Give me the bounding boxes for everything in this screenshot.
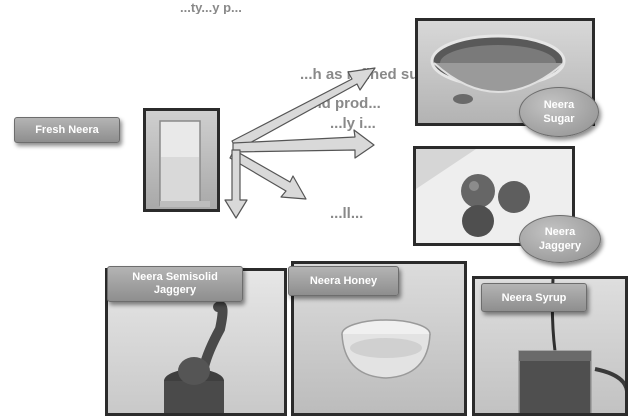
neera-sugar-label: Neera Sugar	[519, 87, 599, 137]
neera-sugar-label-line1: Neera	[543, 98, 574, 112]
neera-syrup-label-text: Neera Syrup	[502, 292, 567, 304]
neera-semisolid-jaggery-label: Neera Semisolid Jaggery	[107, 266, 243, 302]
neera-jaggery-label-line1: Neera	[539, 225, 581, 239]
neera-honey-label-text: Neera Honey	[310, 275, 377, 287]
arrow-to-lower-right	[230, 150, 306, 199]
neera-jaggery-label: Neera Jaggery	[519, 215, 601, 263]
neera-syrup-label: Neera Syrup	[481, 283, 587, 312]
neera-honey-label: Neera Honey	[288, 266, 399, 296]
neera-semisolid-label-line2: Jaggery	[132, 284, 218, 297]
neera-jaggery-label-line2: Jaggery	[539, 239, 581, 253]
neera-semisolid-label-line1: Neera Semisolid	[132, 271, 218, 284]
neera-sugar-label-line2: Sugar	[543, 112, 574, 126]
